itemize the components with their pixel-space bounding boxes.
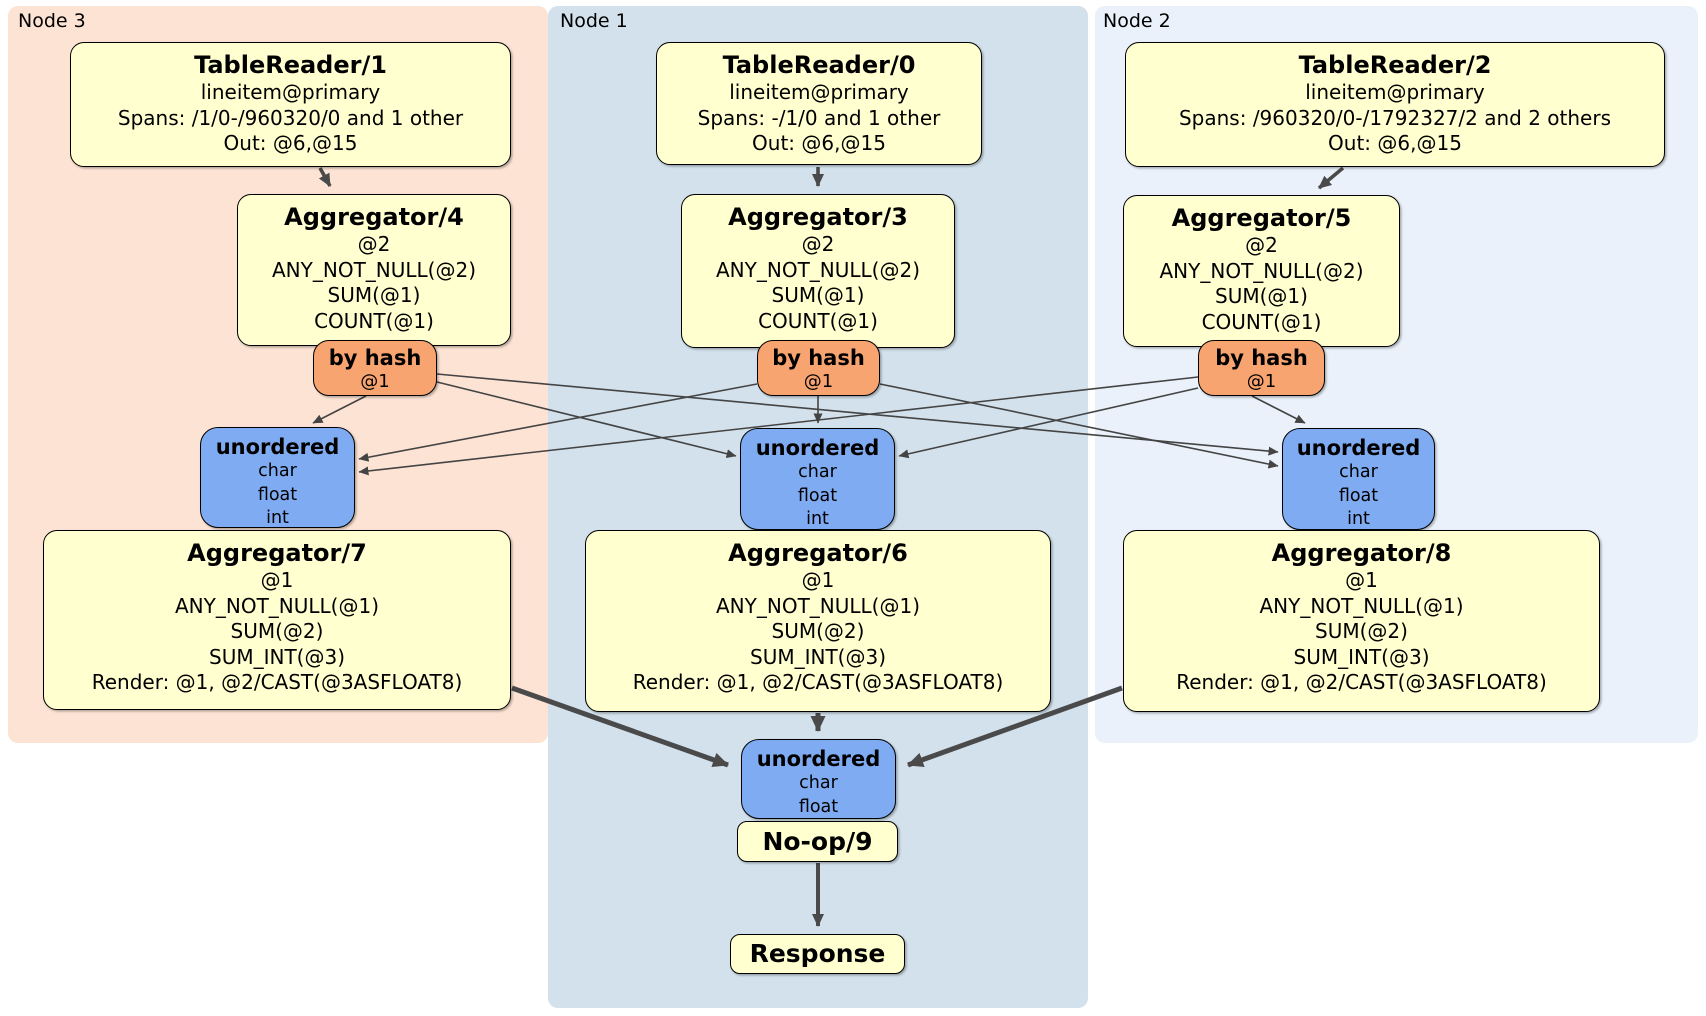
tablereader-2-out: Out: @6,@15 (1328, 131, 1462, 155)
aggregator-8-title: Aggregator/8 (1271, 539, 1452, 567)
aggregator-8-group: @1 (1345, 568, 1378, 592)
aggregator-6-box: Aggregator/6 @1 ANY_NOT_NULL(@1) SUM(@2)… (585, 530, 1051, 712)
aggregator-5-box: Aggregator/5 @2 ANY_NOT_NULL(@2) SUM(@1)… (1123, 195, 1400, 347)
unordered-sync-node2: unordered char float int (1282, 428, 1435, 530)
unordered-sync-node3-col1: char (258, 461, 297, 481)
unordered-sync-node1-col1: char (798, 462, 837, 482)
tablereader-0-title: TableReader/0 (722, 51, 916, 79)
unordered-sync-node3-col2: float (257, 484, 298, 505)
aggregator-5-fn3: COUNT(@1) (1201, 309, 1322, 334)
response-title: Response (749, 939, 886, 968)
unordered-sync-node1-col3: int (806, 509, 829, 529)
unordered-sync-node2-title: unordered (1296, 436, 1421, 460)
unordered-sync-final: unordered char float (741, 739, 896, 819)
tablereader-0-out: Out: @6,@15 (752, 131, 886, 155)
hash-router-node3-cols: @1 (360, 371, 390, 392)
aggregator-7-fn3: SUM_INT(@3) (209, 644, 345, 669)
hash-router-node1: by hash @1 (757, 340, 880, 396)
aggregator-5-group: @2 (1245, 233, 1278, 257)
unordered-sync-node3-col3: int (266, 508, 289, 528)
unordered-sync-node1-col2: float (797, 485, 838, 506)
hash-router-node1-title: by hash (772, 346, 865, 370)
hash-router-node2-cols: @1 (1246, 371, 1277, 392)
tablereader-0-spans: Spans: -/1/0 and 1 other (697, 105, 941, 130)
aggregator-4-fn1: ANY_NOT_NULL(@2) (272, 257, 476, 282)
unordered-sync-node1-title: unordered (755, 436, 880, 460)
aggregator-3-fn3: COUNT(@1) (758, 308, 878, 333)
unordered-sync-final-title: unordered (756, 747, 881, 771)
hash-router-node3-title: by hash (328, 346, 422, 370)
tablereader-2-title: TableReader/2 (1298, 51, 1492, 79)
aggregator-4-fn3: COUNT(@1) (314, 308, 434, 333)
aggregator-6-title: Aggregator/6 (728, 539, 908, 567)
aggregator-8-fn1: ANY_NOT_NULL(@1) (1259, 593, 1464, 618)
tablereader-2-spans: Spans: /960320/0-/1792327/2 and 2 others (1178, 105, 1611, 130)
aggregator-5-fn1: ANY_NOT_NULL(@2) (1159, 258, 1364, 283)
unordered-sync-final-col2: float (798, 796, 839, 817)
noop-9-title: No-op/9 (762, 826, 873, 856)
aggregator-5-fn2: SUM(@1) (1215, 284, 1308, 308)
aggregator-8-render: Render: @1, @2/CAST(@3ASFLOAT8) (1176, 670, 1547, 694)
aggregator-6-fn3: SUM_INT(@3) (750, 644, 886, 669)
tablereader-2-box: TableReader/2 lineitem@primary Spans: /9… (1125, 42, 1665, 167)
tablereader-1-box: TableReader/1 lineitem@primary Spans: /1… (70, 42, 511, 167)
tablereader-1-spans: Spans: /1/0-/960320/0 and 1 other (117, 105, 464, 130)
unordered-sync-final-col1: char (799, 773, 838, 793)
hash-router-node2: by hash @1 (1198, 340, 1325, 396)
aggregator-6-fn2: SUM(@2) (771, 619, 865, 643)
aggregator-4-fn2: SUM(@1) (327, 283, 421, 307)
tablereader-0-index: lineitem@primary (729, 80, 909, 104)
tablereader-1-index: lineitem@primary (200, 80, 381, 104)
aggregator-7-box: Aggregator/7 @1 ANY_NOT_NULL(@1) SUM(@2)… (43, 530, 511, 710)
aggregator-7-fn1: ANY_NOT_NULL(@1) (175, 593, 379, 618)
aggregator-7-group: @1 (260, 568, 294, 592)
unordered-sync-node2-col2: float (1338, 485, 1379, 506)
unordered-sync-node2-col1: char (1339, 462, 1378, 482)
aggregator-7-title: Aggregator/7 (187, 539, 367, 567)
aggregator-4-title: Aggregator/4 (284, 203, 464, 231)
tablereader-1-title: TableReader/1 (194, 51, 387, 79)
aggregator-3-fn2: SUM(@1) (771, 283, 865, 307)
tablereader-1-out: Out: @6,@15 (223, 131, 358, 155)
response-box: Response (730, 934, 905, 974)
aggregator-4-group: @2 (357, 232, 391, 256)
aggregator-4-box: Aggregator/4 @2 ANY_NOT_NULL(@2) SUM(@1)… (237, 194, 511, 346)
aggregator-5-title: Aggregator/5 (1171, 204, 1352, 232)
aggregator-7-render: Render: @1, @2/CAST(@3ASFLOAT8) (91, 670, 463, 694)
node1-label: Node 1 (560, 10, 628, 32)
aggregator-7-fn2: SUM(@2) (230, 619, 324, 643)
aggregator-8-fn2: SUM(@2) (1315, 619, 1408, 643)
unordered-sync-node2-col3: int (1347, 509, 1370, 529)
node3-label: Node 3 (18, 10, 86, 32)
unordered-sync-node3: unordered char float int (200, 427, 355, 528)
noop-9-box: No-op/9 (737, 821, 898, 862)
aggregator-8-fn3: SUM_INT(@3) (1293, 644, 1430, 669)
tablereader-2-index: lineitem@primary (1305, 80, 1485, 104)
hash-router-node2-title: by hash (1215, 346, 1308, 370)
tablereader-0-box: TableReader/0 lineitem@primary Spans: -/… (656, 42, 982, 165)
node2-label: Node 2 (1103, 10, 1171, 32)
unordered-sync-node1: unordered char float int (740, 428, 895, 530)
aggregator-8-box: Aggregator/8 @1 ANY_NOT_NULL(@1) SUM(@2)… (1123, 530, 1600, 712)
aggregator-3-group: @2 (801, 232, 835, 256)
aggregator-3-title: Aggregator/3 (728, 203, 908, 231)
unordered-sync-node3-title: unordered (215, 435, 340, 459)
aggregator-3-fn1: ANY_NOT_NULL(@2) (716, 257, 920, 282)
aggregator-3-box: Aggregator/3 @2 ANY_NOT_NULL(@2) SUM(@1)… (681, 194, 955, 348)
aggregator-6-render: Render: @1, @2/CAST(@3ASFLOAT8) (632, 670, 1004, 694)
aggregator-6-group: @1 (801, 568, 835, 592)
hash-router-node1-cols: @1 (803, 371, 834, 392)
hash-router-node3: by hash @1 (313, 340, 437, 396)
aggregator-6-fn1: ANY_NOT_NULL(@1) (716, 593, 920, 618)
